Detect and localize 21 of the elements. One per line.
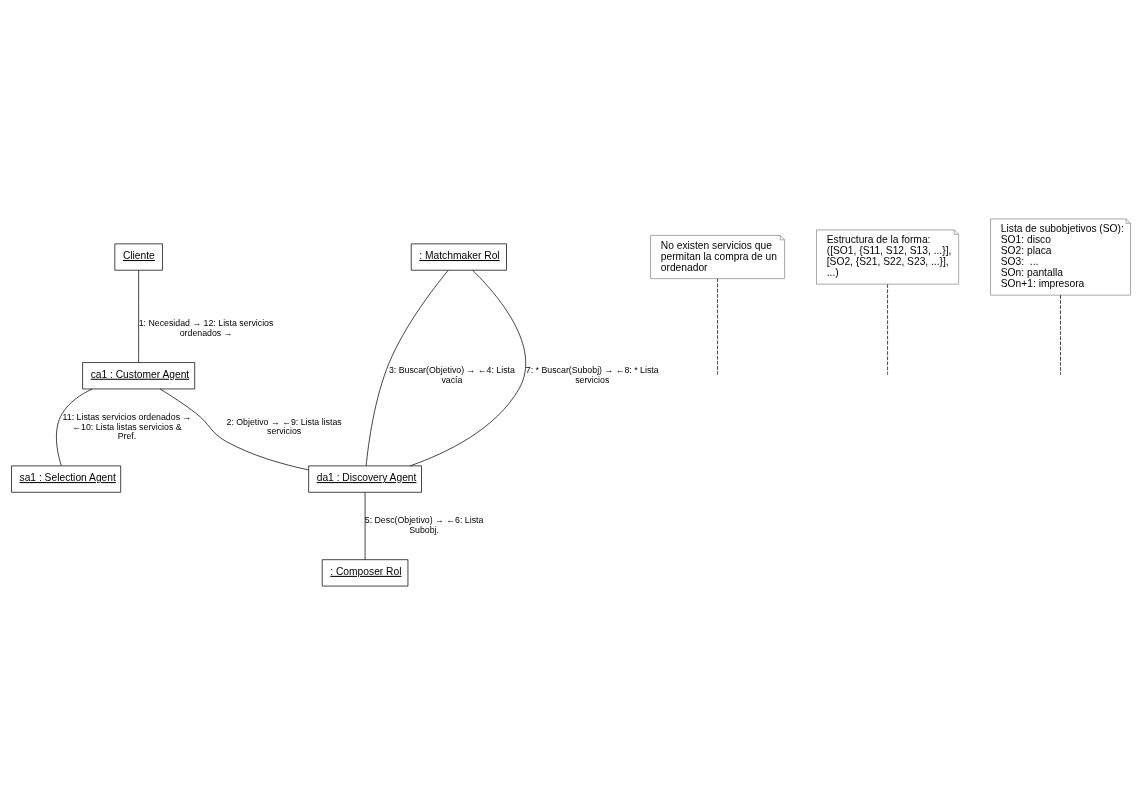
- connector: [56, 388, 93, 467]
- connector: [159, 388, 309, 471]
- node-box: Cliente: [114, 243, 163, 271]
- node-box: : Composer Rol: [321, 559, 409, 587]
- connector: [364, 492, 366, 560]
- connector: [138, 269, 139, 363]
- edge-label: 11: Listas servicios ordenados → ←10: Lista listas servicios & Pref.: [62, 412, 192, 442]
- node-box: da1 : Discovery Agent: [308, 465, 422, 493]
- edge-label: 2: Objetivo → ←9: Lista listas servicios: [226, 416, 342, 437]
- connector: [365, 270, 449, 467]
- edge-label: 3: Buscar(Objetivo) → ←4: Lista vacía: [388, 365, 515, 385]
- connector: [409, 269, 526, 467]
- edge-label: 1: Necesidad → 12: Lista servicios ordenados →: [138, 318, 274, 338]
- edge-label: 7: * Buscar(Subobj) → ←8: * Lista servicios: [525, 365, 659, 385]
- connector: [887, 284, 888, 376]
- node-box: sa1 : Selection Agent: [11, 465, 122, 493]
- node-box: ca1 : Customer Agent: [82, 362, 196, 390]
- node-box: : Matchmaker Rol: [410, 243, 507, 271]
- edge-label: 5: Desc(Objetivo) → ←6: Lista Subobj.: [364, 515, 484, 536]
- connector: [717, 278, 718, 376]
- connector: [1060, 294, 1061, 376]
